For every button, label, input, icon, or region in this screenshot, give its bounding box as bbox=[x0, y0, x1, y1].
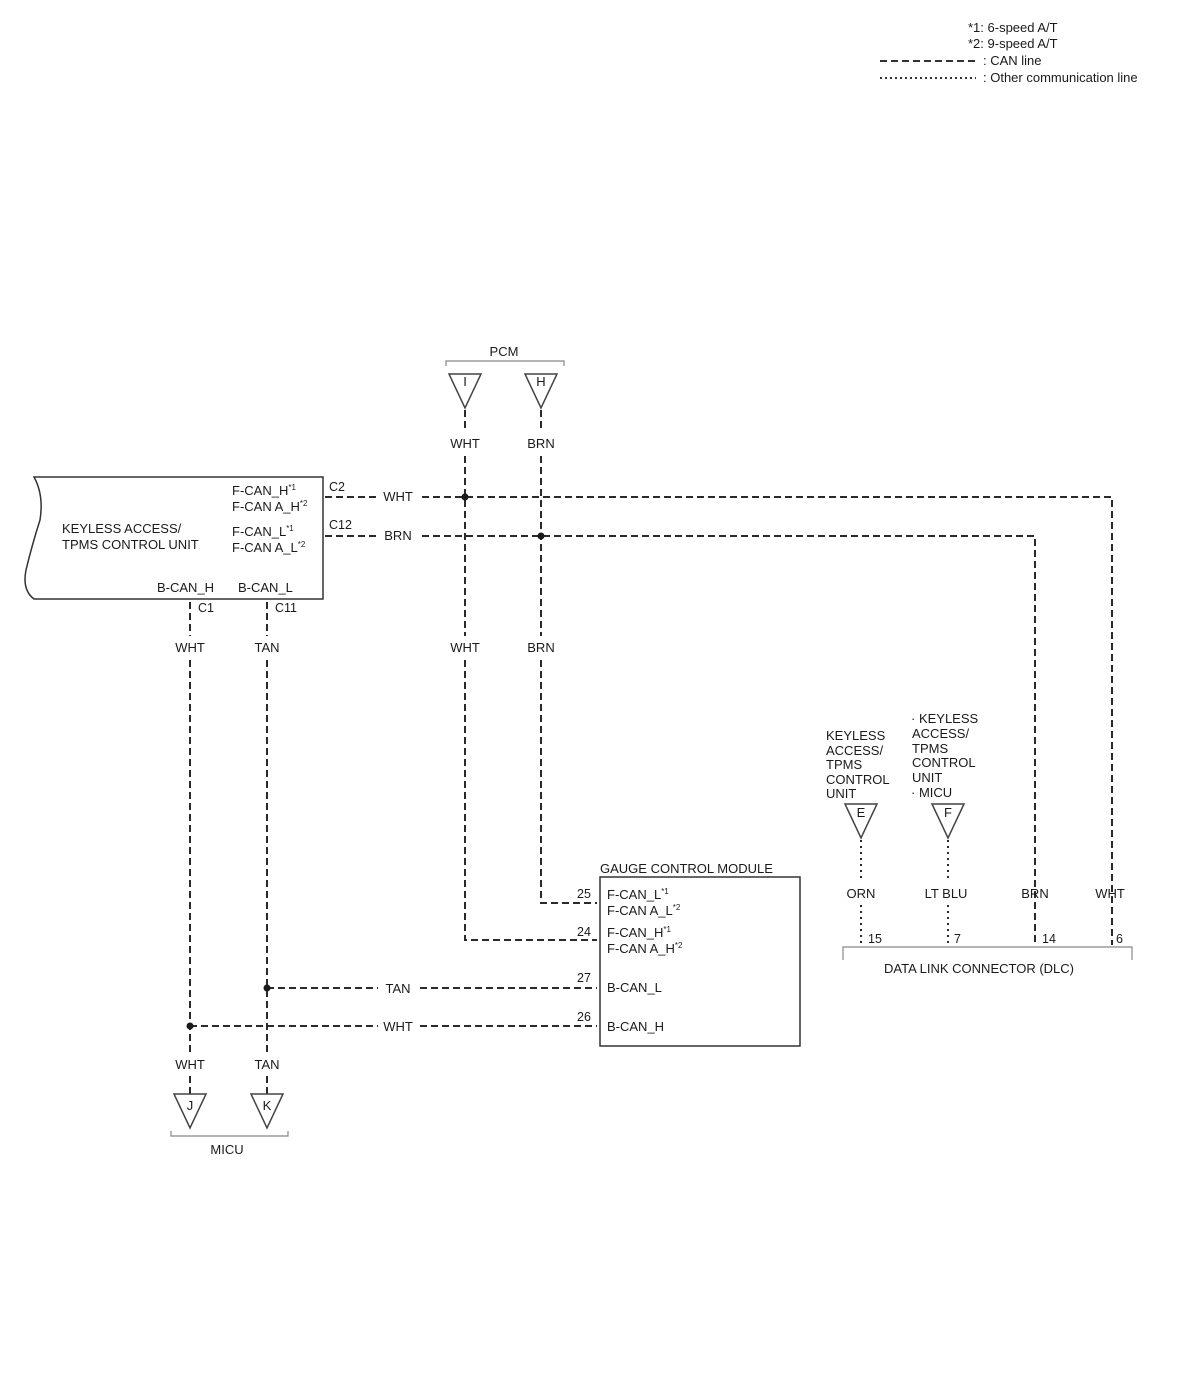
source-f-line-3: TPMS bbox=[912, 741, 948, 756]
source-e-line-1: KEYLESS bbox=[826, 728, 886, 743]
gauge-fcan-h: F-CAN_H*1 bbox=[607, 925, 671, 940]
pin-c11: C11 bbox=[275, 601, 297, 615]
pcm-connector-h: H bbox=[536, 374, 545, 389]
source-f-line-6: · MICU bbox=[911, 785, 952, 800]
label-c2-wht: WHT bbox=[383, 489, 413, 504]
gauge-bcan-l: B-CAN_L bbox=[607, 980, 662, 995]
keyless-fcan-a-l: F-CAN A_L*2 bbox=[232, 540, 306, 555]
junction-brn-pcm bbox=[537, 532, 545, 540]
label-c12-brn: BRN bbox=[384, 528, 411, 543]
label-e-orn: ORN bbox=[847, 886, 876, 901]
gauge-pin-25: 25 bbox=[577, 887, 591, 901]
source-e-line-3: TPMS bbox=[826, 757, 862, 772]
keyless-fcan-a-h: F-CAN A_H*2 bbox=[232, 499, 308, 514]
gauge-fcan-l: F-CAN_L*1 bbox=[607, 887, 669, 902]
gauge-bcan-h: B-CAN_H bbox=[607, 1019, 664, 1034]
data-link-connector: 15 7 14 6 DATA LINK CONNECTOR (DLC) bbox=[842, 932, 1133, 976]
micu-connector-j-triangle bbox=[172, 1093, 208, 1130]
source-e-triangle bbox=[843, 803, 879, 840]
source-f-line-2: ACCESS/ bbox=[912, 726, 969, 741]
keyless-unit-box bbox=[24, 476, 324, 600]
legend-can-line-label: : CAN line bbox=[983, 53, 1042, 68]
junction-tan bbox=[263, 984, 271, 992]
keyless-fcan-h: F-CAN_H*1 bbox=[232, 483, 296, 498]
pin-c2: C2 bbox=[329, 480, 345, 494]
pcm-connector-i-triangle bbox=[447, 373, 483, 410]
label-c11-tan: TAN bbox=[254, 640, 279, 655]
dlc-pin-14: 14 bbox=[1042, 932, 1056, 946]
gauge-fcan-a-h: F-CAN A_H*2 bbox=[607, 941, 683, 956]
micu-connector-j: J bbox=[187, 1098, 194, 1113]
micu-bracket bbox=[170, 1131, 289, 1137]
gauge-pin-24: 24 bbox=[577, 925, 591, 939]
source-f-connector: F bbox=[944, 805, 952, 820]
gauge-title: GAUGE CONTROL MODULE bbox=[600, 861, 773, 876]
legend-note-2: *2: 9-speed A/T bbox=[968, 36, 1058, 51]
micu: J K MICU bbox=[170, 1093, 289, 1157]
label-pcm-i-wht-mid: WHT bbox=[450, 640, 480, 655]
source-f-line-1: · KEYLESS bbox=[911, 711, 979, 726]
keyless-bcan-h: B-CAN_H bbox=[157, 580, 214, 595]
keyless-fcan-l: F-CAN_L*1 bbox=[232, 524, 294, 539]
source-f-line-5: UNIT bbox=[912, 770, 942, 785]
dlc-pin-6: 6 bbox=[1116, 932, 1123, 946]
micu-label: MICU bbox=[210, 1142, 243, 1157]
pin-c1: C1 bbox=[198, 601, 214, 615]
label-branch-wht: WHT bbox=[383, 1019, 413, 1034]
source-e-line-2: ACCESS/ bbox=[826, 743, 883, 758]
dlc-source-f: · KEYLESS ACCESS/ TPMS CONTROL UNIT · MI… bbox=[911, 711, 979, 840]
label-pcm-h-brn-mid: BRN bbox=[527, 640, 554, 655]
label-micu-k-tan: TAN bbox=[254, 1057, 279, 1072]
pin-c12: C12 bbox=[329, 518, 352, 532]
label-branch-tan: TAN bbox=[385, 981, 410, 996]
label-pcm-h-brn-top: BRN bbox=[527, 436, 554, 451]
dlc-source-e: KEYLESS ACCESS/ TPMS CONTROL UNIT E bbox=[826, 728, 890, 840]
label-dlc-wht: WHT bbox=[1095, 886, 1125, 901]
pcm-connector-i: I bbox=[463, 374, 467, 389]
dlc-pin-15: 15 bbox=[868, 932, 882, 946]
legend-other-line-label: : Other communication line bbox=[983, 70, 1138, 85]
wires bbox=[189, 410, 1113, 1094]
pcm-bracket bbox=[445, 360, 565, 366]
pcm: PCM I H bbox=[445, 344, 565, 410]
keyless-bcan-l: B-CAN_L bbox=[238, 580, 293, 595]
micu-connector-k: K bbox=[263, 1098, 272, 1113]
label-pcm-i-wht-top: WHT bbox=[450, 436, 480, 451]
dlc-title: DATA LINK CONNECTOR (DLC) bbox=[884, 961, 1074, 976]
junction-wht bbox=[186, 1022, 194, 1030]
pcm-connector-h-triangle bbox=[523, 373, 559, 410]
label-dlc-brn: BRN bbox=[1021, 886, 1048, 901]
label-micu-j-wht: WHT bbox=[175, 1057, 205, 1072]
gauge-fcan-a-l: F-CAN A_L*2 bbox=[607, 903, 681, 918]
label-f-ltblu: LT BLU bbox=[925, 886, 968, 901]
wire-labels: WHT BRN WHT BRN WHT BRN WHT TAN TAN WHT … bbox=[175, 436, 1125, 1072]
micu-connector-k-triangle bbox=[249, 1093, 285, 1130]
junction-wht-pcm bbox=[461, 493, 469, 501]
legend-note-1: *1: 6-speed A/T bbox=[968, 20, 1058, 35]
gauge-pin-26: 26 bbox=[577, 1010, 591, 1024]
pcm-label: PCM bbox=[490, 344, 519, 359]
legend: *1: 6-speed A/T *2: 9-speed A/T : CAN li… bbox=[880, 20, 1138, 85]
source-e-line-4: CONTROL bbox=[826, 772, 890, 787]
keyless-unit-name-2: TPMS CONTROL UNIT bbox=[62, 537, 199, 552]
keyless-control-unit: KEYLESS ACCESS/ TPMS CONTROL UNIT F-CAN_… bbox=[24, 476, 352, 615]
source-e-line-5: UNIT bbox=[826, 786, 856, 801]
gauge-control-module: GAUGE CONTROL MODULE F-CAN_L*1 F-CAN A_L… bbox=[577, 861, 801, 1047]
source-f-triangle bbox=[930, 803, 966, 840]
gauge-box bbox=[599, 876, 801, 1047]
source-f-line-4: CONTROL bbox=[912, 755, 976, 770]
dlc-pin-7: 7 bbox=[954, 932, 961, 946]
dlc-bracket bbox=[842, 946, 1133, 960]
junctions bbox=[186, 493, 545, 1030]
keyless-unit-name-1: KEYLESS ACCESS/ bbox=[62, 521, 182, 536]
wire-pcm-h-to-gauge-25 bbox=[540, 660, 597, 904]
source-e-connector: E bbox=[857, 805, 866, 820]
label-c1-wht: WHT bbox=[175, 640, 205, 655]
gauge-pin-27: 27 bbox=[577, 971, 591, 985]
wire-c12-brn-b bbox=[422, 535, 1036, 945]
wire-pcm-i-to-gauge-24 bbox=[464, 660, 597, 941]
